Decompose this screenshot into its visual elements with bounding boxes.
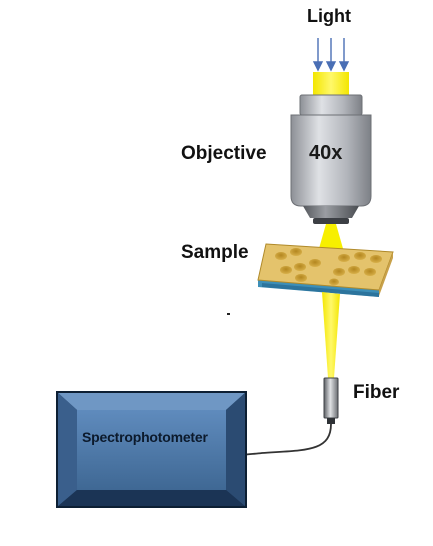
- spectrophotometer-box-icon: [56, 391, 247, 508]
- sample-slide-icon: [257, 243, 394, 297]
- fiber-icon: [323, 377, 339, 424]
- focused-light-cone: [318, 224, 344, 252]
- magnification-label: 40x: [309, 142, 343, 164]
- transmitted-light-beam: [322, 292, 340, 378]
- spectrophotometer-label: Spectrophotometer: [82, 429, 208, 445]
- sample-label: Sample: [181, 242, 249, 263]
- light-label: Light: [307, 6, 351, 26]
- incoming-light-beam: [313, 72, 349, 96]
- light-arrows-icon: [312, 38, 350, 72]
- stray-dot: [227, 313, 230, 315]
- fiber-label: Fiber: [353, 382, 400, 403]
- objective-label: Objective: [181, 143, 267, 164]
- objective-lens-icon: [290, 94, 372, 224]
- fiber-cable: [243, 423, 332, 456]
